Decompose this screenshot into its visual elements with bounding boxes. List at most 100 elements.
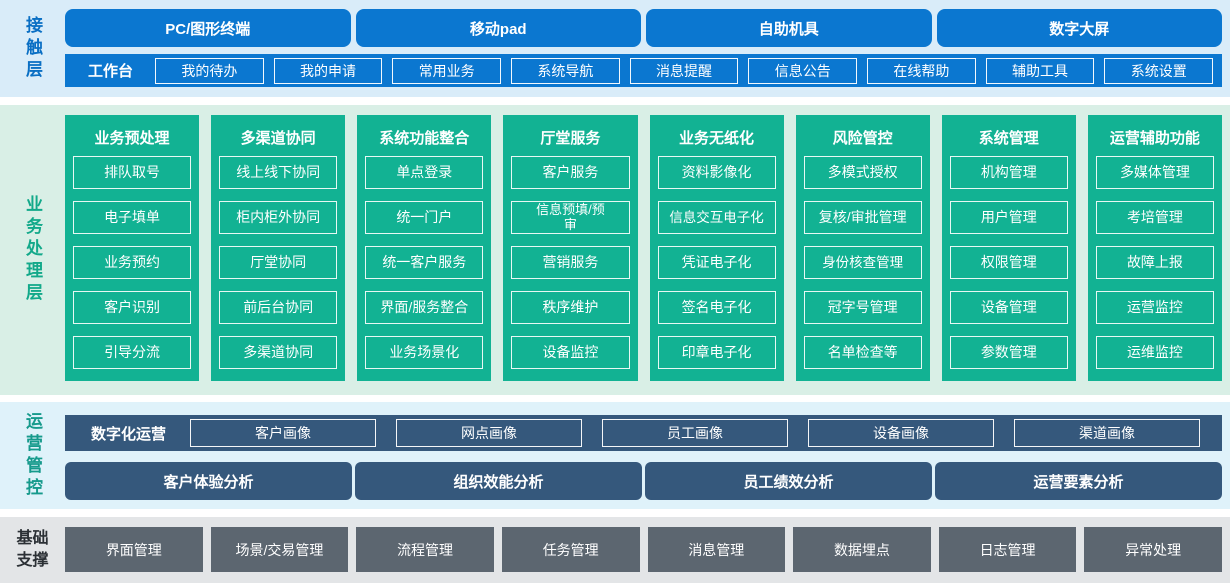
module-box: 统一门户 bbox=[365, 201, 484, 234]
module-box: 客户服务 bbox=[511, 156, 630, 189]
workbench-item-applications: 我的申请 bbox=[273, 57, 383, 84]
analysis-operation-factors: 运营要素分析 bbox=[935, 462, 1222, 500]
profile-branch: 网点画像 bbox=[396, 419, 583, 447]
module-box: 引导分流 bbox=[73, 336, 192, 369]
column-title: 业务无纸化 bbox=[679, 129, 755, 147]
module-box: 冠字号管理 bbox=[803, 291, 922, 324]
column-operation-aux: 运营辅助功能 多媒体管理 考培管理 故障上报 运营监控 运维监控 bbox=[1087, 115, 1222, 381]
module-box: 业务预约 bbox=[73, 246, 192, 279]
workbench-item-navigation: 系统导航 bbox=[511, 57, 620, 84]
foundation-support-band: 基础支撑 界面管理 场景/交易管理 流程管理 任务管理 消息管理 数据埋点 日志… bbox=[0, 517, 1230, 583]
module-box: 多渠道协同 bbox=[219, 336, 338, 369]
profile-device: 设备画像 bbox=[808, 419, 995, 447]
module-box: 营销服务 bbox=[511, 246, 630, 279]
foundation-scene-transaction: 场景/交易管理 bbox=[210, 527, 349, 572]
profile-customer: 客户画像 bbox=[190, 419, 377, 447]
foundation-process-management: 流程管理 bbox=[356, 527, 494, 572]
column-title: 业务预处理 bbox=[94, 129, 170, 147]
terminal-pc: PC/图形终端 bbox=[65, 9, 351, 47]
contact-layer-label-col: 接触层 bbox=[0, 0, 65, 97]
module-box: 设备管理 bbox=[949, 291, 1068, 324]
module-box: 统一客户服务 bbox=[365, 246, 484, 279]
module-box: 运营监控 bbox=[1095, 291, 1214, 324]
profile-channel: 渠道画像 bbox=[1014, 419, 1201, 447]
business-layer-label: 业务处理层 bbox=[23, 195, 42, 305]
module-box: 资料影像化 bbox=[657, 156, 776, 189]
module-box: 考培管理 bbox=[1095, 201, 1214, 234]
analysis-customer-experience: 客户体验分析 bbox=[65, 462, 352, 500]
module-box: 权限管理 bbox=[949, 246, 1068, 279]
module-box: 签名电子化 bbox=[657, 291, 776, 324]
module-box: 信息交互电子化 bbox=[657, 201, 776, 234]
module-box: 客户识别 bbox=[73, 291, 192, 324]
foundation-data-tracking: 数据埋点 bbox=[793, 527, 931, 572]
module-box: 印章电子化 bbox=[657, 336, 776, 369]
module-box: 用户管理 bbox=[949, 201, 1068, 234]
module-box: 秩序维护 bbox=[511, 291, 630, 324]
workbench-item-online-help: 在线帮助 bbox=[867, 57, 976, 84]
terminal-digital-screen: 数字大屏 bbox=[936, 9, 1222, 47]
column-title: 厅堂服务 bbox=[540, 129, 601, 147]
analysis-org-efficiency: 组织效能分析 bbox=[355, 462, 642, 500]
operation-management-band: 运营管控 数字化运营 客户画像 网点画像 员工画像 设备画像 渠道画像 客户体验… bbox=[0, 402, 1230, 509]
column-lobby-service: 厅堂服务 客户服务 信息预填/预审 营销服务 秩序维护 设备监控 bbox=[503, 115, 638, 381]
foundation-row: 界面管理 场景/交易管理 流程管理 任务管理 消息管理 数据埋点 日志管理 异常… bbox=[65, 517, 1222, 583]
module-box: 凭证电子化 bbox=[657, 246, 776, 279]
foundation-layer-label: 基础支撑 bbox=[16, 530, 49, 569]
module-box: 柜内柜外协同 bbox=[219, 201, 338, 234]
module-box: 名单检查等 bbox=[803, 336, 922, 369]
workbench-item-announcements: 信息公告 bbox=[748, 57, 858, 84]
column-title: 多渠道协同 bbox=[240, 129, 316, 147]
column-title: 系统功能整合 bbox=[379, 129, 470, 147]
foundation-exception-handling: 异常处理 bbox=[1084, 527, 1222, 572]
operation-layer-label-col: 运营管控 bbox=[0, 402, 65, 509]
column-title: 运营辅助功能 bbox=[1109, 129, 1200, 147]
contact-layer-label: 接触层 bbox=[23, 15, 42, 82]
operation-layer-label: 运营管控 bbox=[23, 411, 42, 500]
workbench-item-notifications: 消息提醒 bbox=[629, 57, 739, 84]
foundation-message-management: 消息管理 bbox=[647, 527, 786, 572]
module-box: 信息预填/预审 bbox=[511, 201, 630, 234]
module-box: 参数管理 bbox=[949, 336, 1068, 369]
module-grid: 业务预处理 排队取号 电子填单 业务预约 客户识别 引导分流 多渠道协同 线上线… bbox=[65, 105, 1222, 395]
foundation-layer-label-col: 基础支撑 bbox=[0, 517, 65, 583]
column-paperless-business: 业务无纸化 资料影像化 信息交互电子化 凭证电子化 签名电子化 印章电子化 bbox=[649, 115, 784, 381]
module-box: 多模式授权 bbox=[803, 156, 922, 189]
column-system-integration: 系统功能整合 单点登录 统一门户 统一客户服务 界面/服务整合 业务场景化 bbox=[357, 115, 492, 381]
workbench-item-aux-tools: 辅助工具 bbox=[985, 57, 1095, 84]
module-box: 复核/审批管理 bbox=[803, 201, 922, 234]
column-multichannel-collab: 多渠道协同 线上线下协同 柜内柜外协同 厅堂协同 前后台协同 多渠道协同 bbox=[211, 115, 346, 381]
column-risk-control: 风险管控 多模式授权 复核/审批管理 身份核查管理 冠字号管理 名单检查等 bbox=[795, 115, 930, 381]
terminal-self-service: 自助机具 bbox=[646, 9, 932, 47]
terminal-row: PC/图形终端 移动pad 自助机具 数字大屏 bbox=[65, 9, 1222, 47]
profile-employee: 员工画像 bbox=[602, 419, 789, 447]
workbench-item-common-business: 常用业务 bbox=[392, 57, 502, 84]
module-box: 单点登录 bbox=[365, 156, 484, 189]
column-title: 风险管控 bbox=[832, 129, 893, 147]
module-box: 运维监控 bbox=[1095, 336, 1214, 369]
workbench-item-settings: 系统设置 bbox=[1104, 57, 1214, 84]
workbench-item-todo: 我的待办 bbox=[155, 57, 264, 84]
analysis-row: 客户体验分析 组织效能分析 员工绩效分析 运营要素分析 bbox=[65, 462, 1222, 500]
contact-layer-band: 接触层 PC/图形终端 移动pad 自助机具 数字大屏 工作台 我的待办 我的申… bbox=[0, 0, 1230, 97]
workbench-bar: 工作台 我的待办 我的申请 常用业务 系统导航 消息提醒 信息公告 在线帮助 辅… bbox=[65, 54, 1222, 87]
business-layer-label-col: 业务处理层 bbox=[0, 105, 65, 395]
module-box: 前后台协同 bbox=[219, 291, 338, 324]
digital-operation-label: 数字化运营 bbox=[91, 425, 167, 443]
module-box: 界面/服务整合 bbox=[365, 291, 484, 324]
module-box: 线上线下协同 bbox=[219, 156, 338, 189]
module-box: 多媒体管理 bbox=[1095, 156, 1214, 189]
column-business-preprocess: 业务预处理 排队取号 电子填单 业务预约 客户识别 引导分流 bbox=[65, 115, 200, 381]
module-box: 电子填单 bbox=[73, 201, 192, 234]
workbench-label: 工作台 bbox=[88, 63, 134, 80]
analysis-employee-performance: 员工绩效分析 bbox=[645, 462, 932, 500]
terminal-mobile-pad: 移动pad bbox=[355, 9, 641, 47]
foundation-task-management: 任务管理 bbox=[501, 527, 640, 572]
column-title: 系统管理 bbox=[978, 129, 1039, 147]
module-box: 厅堂协同 bbox=[219, 246, 338, 279]
module-box: 排队取号 bbox=[73, 156, 192, 189]
business-processing-band: 业务处理层 业务预处理 排队取号 电子填单 业务预约 客户识别 引导分流 多渠道… bbox=[0, 105, 1230, 395]
foundation-ui-management: 界面管理 bbox=[65, 527, 203, 572]
foundation-log-management: 日志管理 bbox=[938, 527, 1077, 572]
module-box: 设备监控 bbox=[511, 336, 630, 369]
